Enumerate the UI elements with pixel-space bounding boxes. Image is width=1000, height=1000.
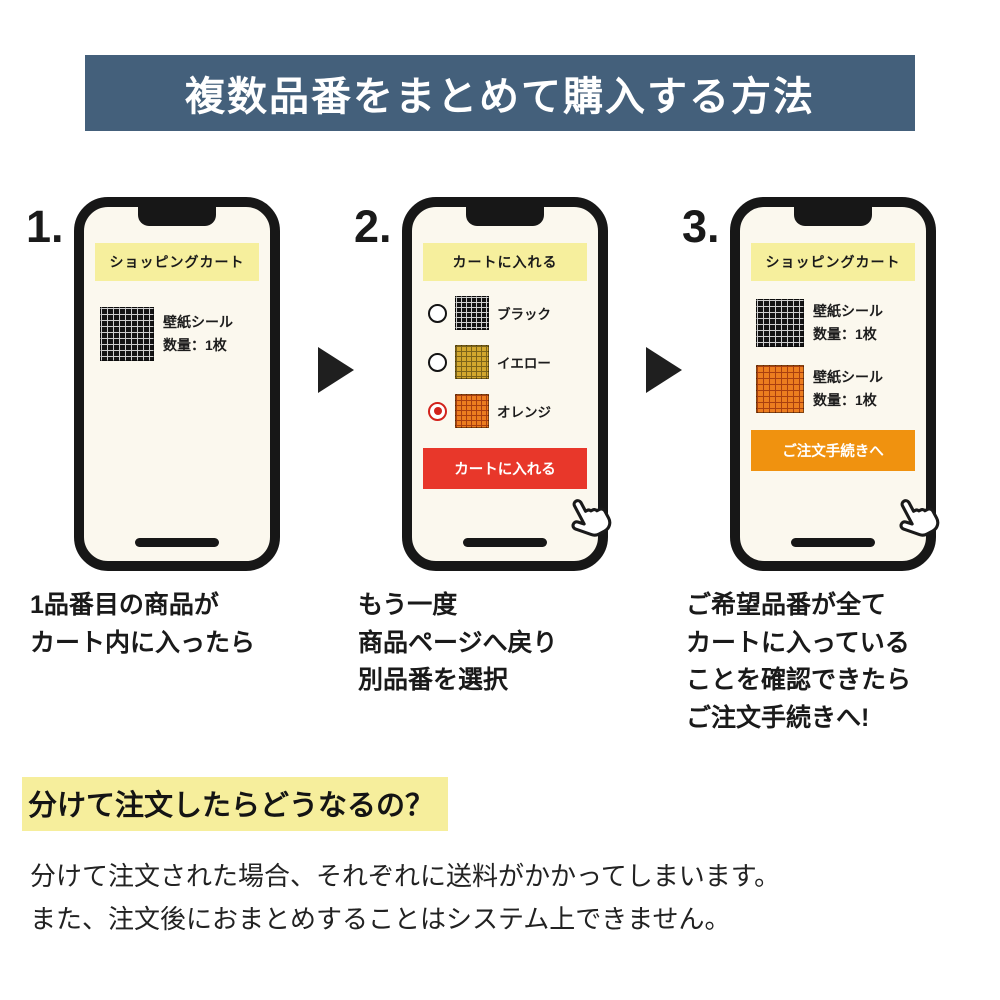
color-option-black[interactable]: ブラック: [428, 296, 590, 330]
page-title: 複数品番をまとめて購入する方法: [185, 75, 815, 119]
swatch-black-icon: [455, 296, 489, 330]
option-label: イエロー: [497, 356, 551, 371]
add-to-cart-title-bar: カートに入れる: [423, 243, 587, 281]
step-2-number: 2.: [354, 201, 392, 252]
cart-title-bar-3: ショッピングカート: [751, 243, 915, 281]
product-name: 壁紙シール: [813, 368, 883, 385]
steps-row: 1. ショッピングカート 壁紙シール 数量：1枚 1品番目の商品が カート内に入…: [26, 197, 974, 737]
step-1-number: 1.: [26, 201, 64, 252]
how-to-buy-infographic: 複数品番をまとめて購入する方法 1. ショッピングカート 壁紙シール 数量：1枚: [0, 55, 1000, 941]
phone-mockup-2: カートに入れる ブラック イエロー オレンジ: [402, 197, 612, 571]
phone-notch: [466, 206, 544, 226]
swatch-orange-icon: [756, 365, 804, 413]
phone-notch: [794, 206, 872, 226]
swatch-orange-icon: [455, 394, 489, 428]
step-3-number: 3.: [682, 201, 720, 252]
option-label: ブラック: [497, 307, 551, 322]
cart-item: 壁紙シール 数量：1枚: [756, 299, 914, 347]
footer-body: 分けて注文された場合、それぞれに送料がかかってしまいます。 また、注文後におまと…: [30, 861, 781, 934]
home-indicator: [791, 538, 875, 547]
cart-item: 壁紙シール 数量：1枚: [100, 307, 258, 361]
phone-mockup-1: ショッピングカート 壁紙シール 数量：1枚: [74, 197, 280, 571]
radio-selected-icon[interactable]: [428, 401, 447, 421]
cart-item: 壁紙シール 数量：1枚: [756, 365, 914, 413]
step-2: 2. カートに入れる ブラック イエロー: [354, 197, 646, 700]
hand-cursor-icon: [571, 499, 612, 537]
color-option-orange[interactable]: オレンジ: [428, 394, 590, 428]
arrow-right-icon: [646, 347, 682, 393]
radio-unselected-icon[interactable]: [428, 303, 447, 323]
cart-item-text: 壁紙シール 数量：1枚: [813, 366, 883, 412]
swatch-black-icon: [756, 299, 804, 347]
footer-heading: 分けて注文したらどうなるの？: [22, 777, 449, 831]
option-label: オレンジ: [497, 405, 551, 420]
phone-notch: [138, 206, 216, 226]
color-option-yellow[interactable]: イエロー: [428, 345, 590, 379]
step-2-caption: もう一度 商品ページへ戻り 別品番を選択: [358, 591, 558, 694]
home-indicator: [463, 538, 547, 547]
home-indicator: [135, 538, 219, 547]
product-name: 壁紙シール: [163, 313, 233, 330]
step-1: 1. ショッピングカート 壁紙シール 数量：1枚 1品番目の商品が カート内に入…: [26, 197, 318, 662]
cart-item-text: 壁紙シール 数量：1枚: [813, 300, 883, 346]
step-1-caption: 1品番目の商品が カート内に入ったら: [30, 591, 256, 657]
product-quantity: 数量：1枚: [813, 326, 877, 342]
step-3-caption: ご希望品番が全て カートに入っている ことを確認できたら ご注文手続きへ!: [686, 591, 912, 732]
cart-title-bar-1: ショッピングカート: [95, 243, 259, 281]
swatch-black-icon: [100, 307, 154, 361]
cart-item-text: 壁紙シール 数量：1枚: [163, 311, 233, 357]
swatch-yellow-icon: [455, 345, 489, 379]
step-3-top: 3. ショッピングカート 壁紙シール 数量：1枚 壁紙シー: [682, 197, 974, 571]
product-name: 壁紙シール: [813, 302, 883, 319]
radio-unselected-icon[interactable]: [428, 352, 447, 372]
add-to-cart-button[interactable]: カートに入れる: [423, 448, 587, 489]
footer-heading-row: 分けて注文したらどうなるの？: [22, 777, 1000, 831]
footer-note: 分けて注文したらどうなるの？ 分けて注文された場合、それぞれに送料がかかってしま…: [0, 777, 1000, 941]
product-quantity: 数量：1枚: [813, 392, 877, 408]
product-quantity: 数量：1枚: [163, 337, 227, 353]
step-1-top: 1. ショッピングカート 壁紙シール 数量：1枚: [26, 197, 318, 571]
header-banner: 複数品番をまとめて購入する方法: [85, 55, 915, 131]
arrow-right-icon: [318, 347, 354, 393]
phone-mockup-3: ショッピングカート 壁紙シール 数量：1枚 壁紙シール 数量：1枚: [730, 197, 940, 571]
checkout-button[interactable]: ご注文手続きへ: [751, 430, 915, 471]
step-2-top: 2. カートに入れる ブラック イエロー: [354, 197, 646, 571]
step-3: 3. ショッピングカート 壁紙シール 数量：1枚 壁紙シー: [682, 197, 974, 737]
hand-cursor-icon: [899, 499, 940, 537]
